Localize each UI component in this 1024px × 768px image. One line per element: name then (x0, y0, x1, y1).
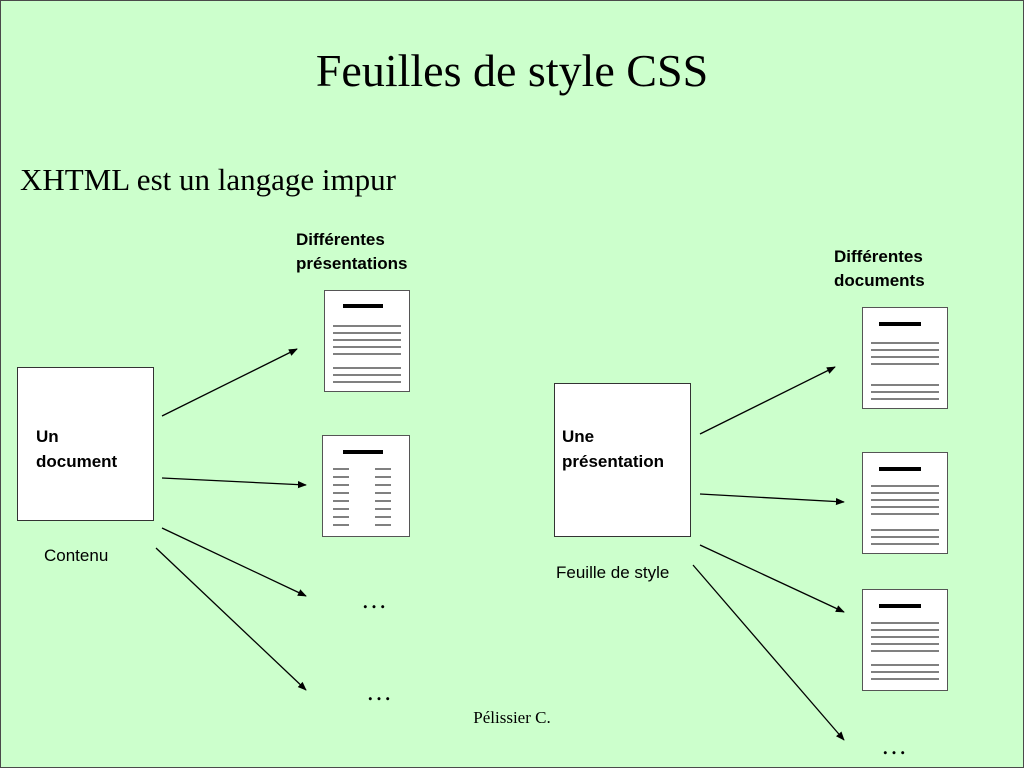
source-presentation-line2: présentation (562, 452, 665, 471)
slide-subtitle: XHTML est un langage impur (20, 162, 396, 197)
right-header-line1: Différentes (834, 247, 923, 266)
document-2 (862, 452, 948, 554)
source-document-caption: Contenu (44, 546, 109, 565)
arrow-doc-to-pres-1 (161, 348, 298, 417)
slide-title: Feuilles de style CSS (315, 45, 709, 96)
arrow-style-to-doc-4 (692, 564, 845, 741)
document-3 (862, 589, 948, 691)
source-presentation-caption: Feuille de style (556, 563, 670, 582)
arrow-doc-to-pres-4 (155, 547, 307, 691)
document-2-lines (871, 467, 939, 545)
left-ellipsis-2: … (366, 677, 394, 706)
presentation-2 (322, 435, 410, 537)
presentation-1 (324, 290, 410, 392)
arrow-doc-to-pres-3 (161, 527, 307, 597)
arrow-style-to-doc-3 (699, 544, 845, 613)
left-header-line1: Différentes (296, 230, 385, 249)
document-1-lines (871, 322, 939, 400)
source-document-box (17, 367, 154, 521)
document-3-lines (871, 604, 939, 680)
arrow-doc-to-pres-2 (161, 477, 307, 489)
left-header: Différentes présentations (296, 228, 407, 276)
slide-footer: Pélissier C. (473, 708, 551, 727)
right-header-line2: documents (834, 271, 925, 290)
source-presentation-label: Une présentation (562, 424, 664, 474)
right-header: Différentes documents (834, 245, 925, 293)
source-document-line2: document (36, 452, 118, 471)
arrow-style-to-doc-1 (699, 366, 836, 435)
source-presentation-line1: Une (562, 427, 595, 446)
left-header-line2: présentations (296, 254, 408, 273)
presentation-2-lines (333, 450, 391, 526)
source-document-line1: Un (36, 427, 59, 446)
left-ellipsis-1: … (361, 585, 389, 614)
source-presentation-box (554, 383, 691, 537)
source-document-label: Un document (36, 424, 117, 474)
presentation-1-lines (333, 304, 401, 383)
right-ellipsis: … (881, 731, 909, 760)
document-1 (862, 307, 948, 409)
arrow-style-to-doc-2 (699, 493, 845, 506)
